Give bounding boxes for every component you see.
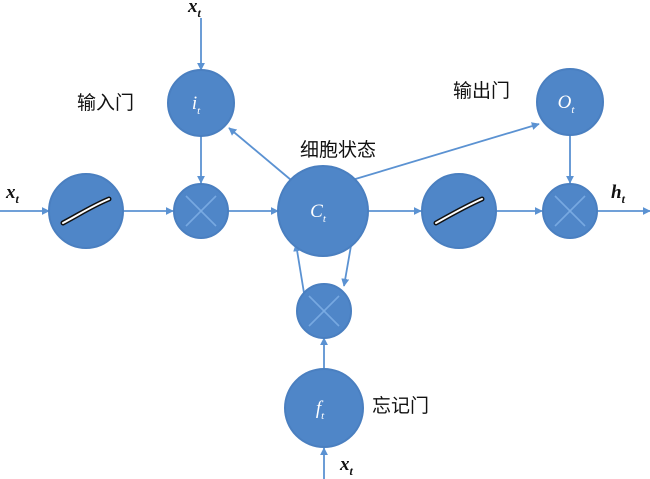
input-gate-node: it	[167, 69, 235, 137]
output-gate-label: 输出门	[453, 80, 510, 102]
tanh-node-right	[421, 173, 497, 249]
arrow-cell-to-output-gate	[351, 122, 540, 181]
forget-gate-label: 忘记门	[372, 395, 429, 417]
tanh-curve-icon	[60, 196, 112, 226]
tanh-curve-icon	[433, 196, 485, 226]
input-gate-label: 输入门	[77, 92, 134, 114]
arrow-forget-mult-to-cell	[293, 243, 305, 294]
output-multiply-node	[542, 183, 598, 239]
cell-state-label: 细胞状态	[300, 139, 376, 161]
forget-multiply-node	[296, 283, 352, 339]
multiply-cross-icon	[185, 195, 217, 227]
x-top-label: xt	[187, 0, 202, 20]
multiply-cross-icon	[308, 295, 340, 327]
output-gate-node: Ot	[536, 68, 604, 136]
input-multiply-node	[173, 183, 229, 239]
forget-gate-symbol: ft	[316, 398, 325, 422]
cell-state-node: Ct	[277, 165, 369, 257]
output-gate-symbol: Ot	[558, 92, 576, 116]
h-output-label: ht	[611, 182, 626, 206]
tanh-node-left	[48, 173, 124, 249]
x-bottom-label: xt	[339, 454, 354, 478]
input-gate-symbol: it	[192, 93, 201, 117]
cell-state-symbol: Ct	[310, 201, 327, 225]
multiply-cross-icon	[554, 195, 586, 227]
forget-gate-node: ft	[284, 368, 364, 448]
arrow-cell-to-input-gate	[228, 127, 292, 181]
x-left-label: xt	[5, 182, 20, 206]
